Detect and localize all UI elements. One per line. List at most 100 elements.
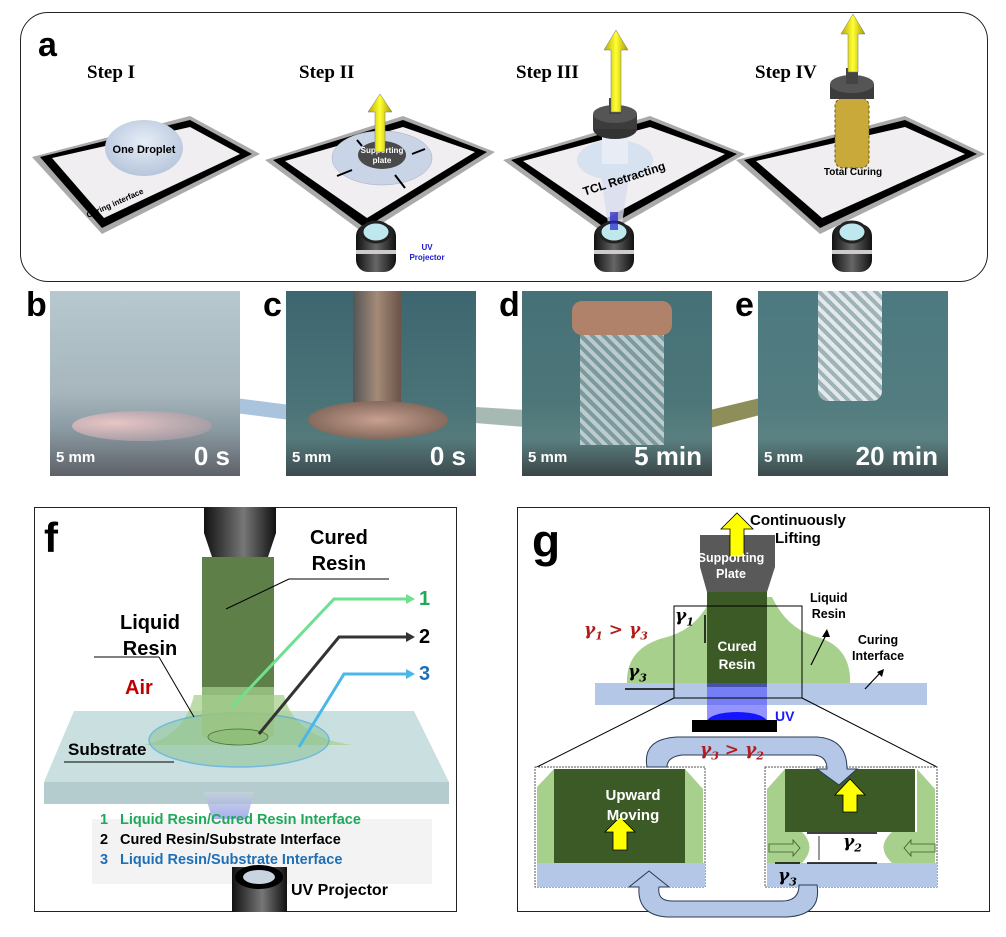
step-1-droplet-label: One Droplet <box>113 144 176 156</box>
zoom-connector-right <box>801 697 938 768</box>
time-c: 0 s <box>429 441 466 471</box>
cured-resin-g-line-2: Resin <box>718 657 756 672</box>
ineq2-op: > <box>718 740 745 760</box>
gamma2-symbol: γ <box>843 832 855 852</box>
gamma3-symbol: γ <box>628 662 640 682</box>
supporting-plate-image <box>308 401 448 439</box>
legend-item-3-text: Liquid Resin/Substrate Interface <box>120 852 343 868</box>
step-3-uv-projector-icon <box>594 212 634 272</box>
curing-interface-leader-arrowhead-icon <box>877 669 884 677</box>
continuously-lifting-line-1: Continuously <box>750 512 846 529</box>
ineq1-b-sub: 3 <box>640 629 648 643</box>
supporting-rod-image <box>353 291 401 411</box>
scale-bar-c: 5 mm <box>292 449 332 466</box>
cured-resin-column <box>202 557 274 695</box>
lift-arrow-icon <box>720 512 754 558</box>
substrate-label: Substrate <box>68 740 147 759</box>
ineq2-b-sub: 2 <box>756 749 764 763</box>
step-2-plate-label-2: plate <box>373 156 392 165</box>
scale-bar-b: 5 mm <box>56 449 95 466</box>
photo-b-letter: b <box>26 286 47 324</box>
step-2-title: Step II <box>299 62 355 83</box>
step-4-curing-label: Total Curing <box>824 167 882 178</box>
cured-resin-base <box>207 728 269 746</box>
marker-2-line <box>257 635 406 735</box>
gamma2-subscript: 2 <box>854 841 862 855</box>
legend-item-3-num: 3 <box>100 852 109 868</box>
step-1-title: Step I <box>87 62 136 83</box>
step-3-supporting-plate <box>593 98 637 139</box>
upward-moving-line-2: Moving <box>606 807 660 824</box>
gamma2-label: γ2 <box>843 832 862 854</box>
cycle-arrow-top-icon <box>645 736 859 786</box>
liquid-resin-leader-arrowhead-icon <box>822 629 830 637</box>
photo-connector-bands <box>235 398 760 428</box>
time-e: 20 min <box>855 441 938 471</box>
air-label: Air <box>125 677 153 699</box>
zoom-box <box>673 605 803 699</box>
step-2-supporting-plate <box>358 141 406 169</box>
supporting-plate-line-1: Supporting <box>697 551 765 565</box>
legend-item-3: 3 Liquid Resin/Substrate Interface <box>100 850 361 870</box>
legend-item-2-text: Cured Resin/Substrate Interface <box>120 832 341 848</box>
cured-resin-label-line-1: Cured <box>310 527 368 549</box>
panel-f-letter: f <box>44 514 58 561</box>
inward-arrow-left-icon <box>768 838 801 858</box>
objective-lens <box>204 507 276 557</box>
curing-interface-label: Curing Interface <box>852 632 904 664</box>
photo-e-letter: e <box>735 286 754 324</box>
droplet-image <box>72 411 212 441</box>
curing-interface-line-2: Interface <box>852 649 905 663</box>
gamma3-inset-label: γ3 <box>778 866 797 888</box>
cured-resin-label-g: Cured Resin <box>707 638 767 674</box>
printed-lattice-image <box>580 335 664 445</box>
cured-resin-leader <box>225 578 290 610</box>
continuously-lifting-line-2: Lifting <box>775 530 821 547</box>
cured-resin-label: Cured Resin <box>310 525 368 577</box>
step-3-title: Step III <box>516 62 579 83</box>
photo-e: 5 mm 20 min <box>758 291 948 476</box>
cured-resin-column <box>707 592 767 687</box>
cured-resin-g-line-1: Cured <box>717 639 757 654</box>
uv-source <box>692 720 777 732</box>
continuously-lifting-label: Continuously Lifting <box>750 512 846 548</box>
liquid-resin-label-line-1: Liquid <box>120 612 180 634</box>
inset-contact-line <box>764 766 938 888</box>
panel-a-illustration: One Droplet Curing interface Supporting … <box>32 13 985 272</box>
step-3-lift-arrow-icon <box>603 29 629 113</box>
uv-label: UV <box>775 708 795 724</box>
liquid-resin-leader <box>810 632 828 666</box>
marker-1-arrowhead-icon <box>406 594 415 604</box>
ineq1-a-sub: 1 <box>595 629 603 643</box>
panel-a-letter: a <box>38 26 57 64</box>
upward-moving-line-1: Upward <box>605 787 661 804</box>
panel-a <box>20 12 988 282</box>
marker-1: 1 <box>419 588 431 610</box>
cycle-arrow-bottom-icon <box>627 870 819 918</box>
gamma1-symbol: γ <box>675 606 687 626</box>
marker-2: 2 <box>419 626 431 648</box>
marker-3-line <box>297 672 406 748</box>
ineq1-a: γ <box>584 620 596 640</box>
step-4-curing-plate <box>736 116 985 234</box>
legend-item-1-num: 1 <box>100 812 109 828</box>
liquid-resin-leader <box>158 656 195 718</box>
photo-d: 5 mm 5 min <box>522 291 712 476</box>
photo-b: 5 mm 0 s <box>50 291 240 476</box>
time-d: 5 min <box>634 441 702 471</box>
inequality-gamma1-gt-gamma3: γ1 > γ3 <box>584 620 648 642</box>
finished-lattice-image <box>818 291 882 401</box>
gamma3-subscript: 3 <box>639 671 647 685</box>
marker-1-line <box>230 597 406 709</box>
gamma1-label: γ1 <box>675 606 694 628</box>
step-2-projector-label-1: UV <box>421 243 433 252</box>
legend-item-2-num: 2 <box>100 832 109 848</box>
ineq1-op: > <box>602 620 629 640</box>
liquid-resin-g-line-2: Resin <box>811 607 846 621</box>
liquid-resin-g-line-1: Liquid <box>810 591 848 605</box>
inequality-gamma3-gt-gamma2: γ3 > γ2 <box>700 740 764 762</box>
marker-3-arrowhead-icon <box>406 669 415 679</box>
inward-arrow-right-icon <box>903 838 936 858</box>
scale-bar-e: 5 mm <box>764 449 804 466</box>
